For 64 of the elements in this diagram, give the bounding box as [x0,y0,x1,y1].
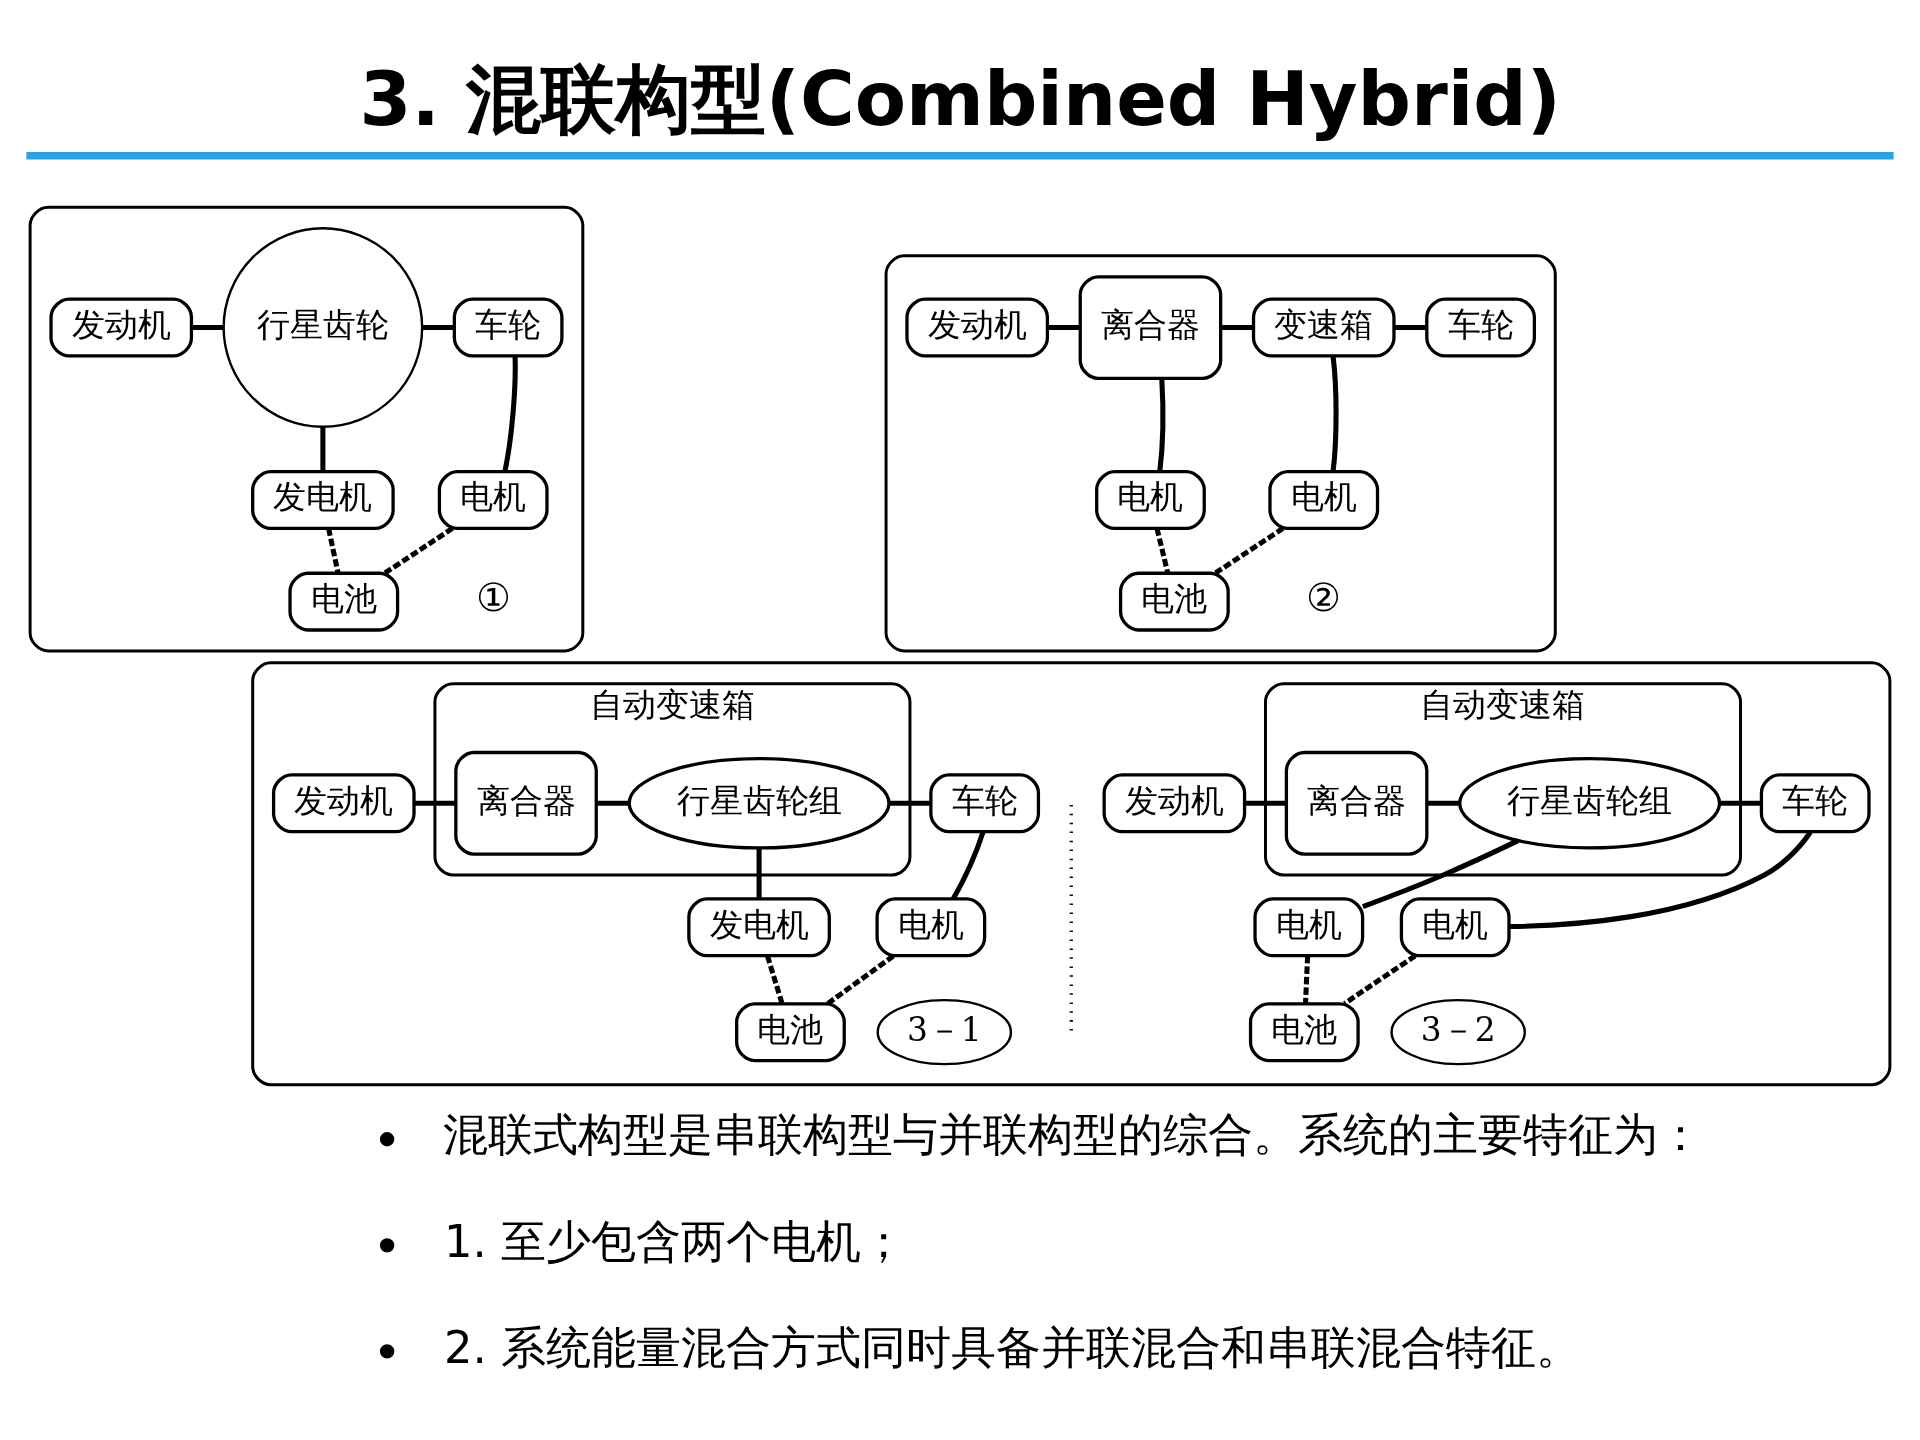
node-box: 电池 [1248,1002,1360,1063]
node-box: 车轮 [929,773,1041,834]
node-box: 发动机 [49,297,194,358]
connector [1154,527,1171,574]
connector [889,800,931,806]
connector [1047,325,1081,331]
node-box: 电机 [437,470,549,531]
node-box: 发动机 [271,773,416,834]
node-box: 电机 [1399,897,1511,958]
connector [1509,830,1813,930]
node-box: 电机 [1253,897,1365,958]
node-box: 发电机 [251,470,395,531]
label: 混联式构型是串联构型与并联构型的综合。系统的主要特征为： [443,1108,1704,1162]
cluster [884,254,1557,653]
connector [1157,378,1166,472]
node-ellipse: 3－1 [876,998,1013,1066]
connector [1719,800,1761,806]
node-box: 车轮 [1759,773,1871,834]
node-box: 车轮 [452,297,564,358]
connector [1330,356,1339,472]
node-box: 电池 [1118,571,1230,632]
node-box: 发动机 [1102,773,1247,834]
node-box: 发动机 [905,297,1050,358]
connector [765,955,785,1005]
connector [1244,800,1287,806]
node-ellipse: 行星齿轮组 [1458,756,1722,850]
label: 2. 系统能量混合方式同时具备并联混合和串联混合特征。 [443,1320,1581,1374]
node-text: ② [1306,575,1342,621]
connector [951,831,986,901]
connector [191,325,224,331]
connector [1220,325,1254,331]
cluster [28,205,585,653]
diagram-title: 3. 混联构型(Combined Hybrid) [359,56,1561,144]
connector [826,954,895,1006]
node-box: 离合器 [1078,275,1223,380]
node-box: 电池 [288,571,400,632]
node-box: 车轮 [1425,297,1536,358]
connector [1427,800,1460,806]
connector [502,356,518,472]
connector [596,800,629,806]
connector [1394,325,1427,331]
connector [320,427,326,472]
cluster [251,661,1892,1087]
connector [1303,955,1311,1004]
label: 1. 至少包含两个电机； [443,1214,906,1268]
connector [1213,526,1285,576]
node-box: 发电机 [687,897,831,958]
connector [1343,953,1417,1006]
node-box: 变速箱 [1251,297,1396,358]
node-box: 离合器 [454,750,598,856]
node-box: 离合器 [1284,750,1429,856]
connector [383,526,454,576]
node-ellipse: 行星齿轮组 [627,756,891,850]
node-box: 电机 [1268,470,1380,531]
node-box: 电池 [735,1002,846,1063]
node-circle: 行星齿轮 [222,227,424,428]
connector [414,800,456,806]
connector [756,847,762,899]
connector [326,527,341,574]
connector [422,325,455,331]
node-text: ① [475,575,511,621]
node-box: 电机 [1095,470,1206,531]
node-ellipse: 3－2 [1390,998,1526,1066]
node-box: 电机 [875,897,987,958]
